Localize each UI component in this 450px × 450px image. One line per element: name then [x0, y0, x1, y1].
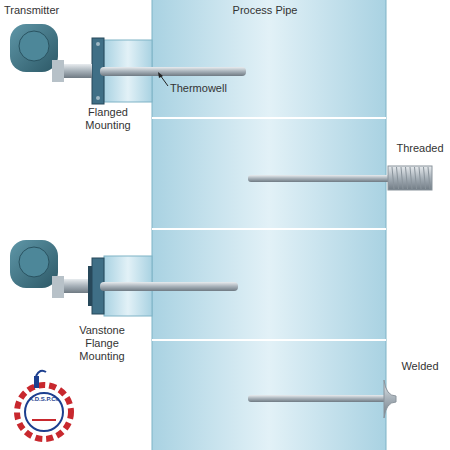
- logo-text: A.D.S.P.Co: [22, 396, 66, 403]
- component-label: Transmitter: [4, 4, 84, 17]
- pipe-label: Process Pipe: [205, 4, 325, 17]
- mounting-label: Flanged Mounting: [68, 106, 148, 132]
- mounting-label: Vanstone Flange Mounting: [62, 324, 142, 363]
- leader-arrowhead: [158, 72, 163, 78]
- company-logo: [17, 371, 71, 439]
- mounting-label: Threaded: [392, 142, 448, 155]
- welded-assembly: [248, 380, 396, 418]
- pipe-wall: [386, 0, 387, 450]
- vanstone-assembly: [10, 240, 238, 314]
- component-label: Thermowell: [170, 82, 250, 95]
- section-separators: [152, 118, 386, 340]
- threaded-assembly: [248, 166, 432, 190]
- mounting-label: Welded: [392, 360, 448, 373]
